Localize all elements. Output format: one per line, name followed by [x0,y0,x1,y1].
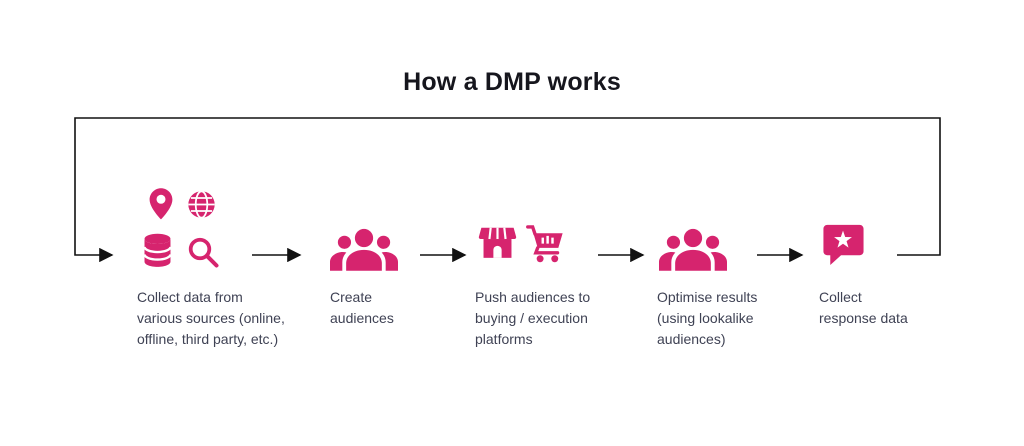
audience-group-icon [659,228,727,271]
step-description: Optimise results (using lookalike audien… [657,289,758,347]
location-pin-icon [143,184,179,226]
feedback-loop-line [74,117,941,263]
magnifier-icon [185,234,221,270]
step-description: Collect response data [819,289,908,326]
step-description: Collect data from various sources (onlin… [137,289,285,347]
shopping-cart-icon [524,222,569,267]
database-icon [137,230,178,271]
step-description: Create audiences [330,289,394,326]
page-title: How a DMP works [403,68,621,96]
step-description: Push audiences to buying / execution pla… [475,289,591,347]
globe-icon [185,188,218,221]
audience-group-icon [330,228,398,271]
chat-star-icon [819,221,867,266]
storefront-icon [476,222,519,265]
